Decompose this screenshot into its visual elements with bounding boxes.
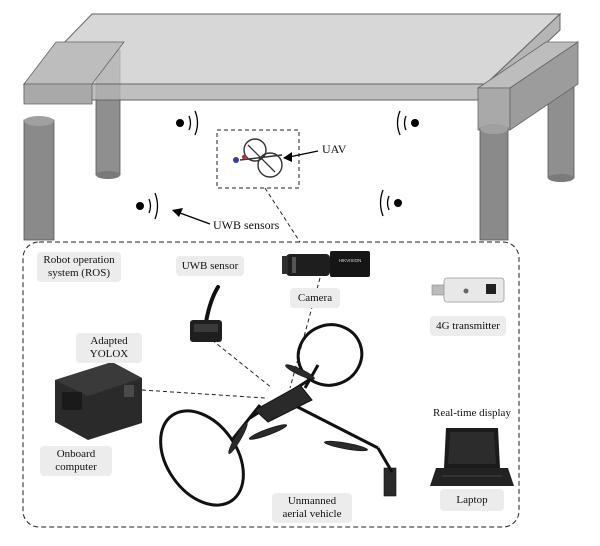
table-leg-front-right [479, 127, 509, 241]
uwb-sensors-label: UWB sensors [213, 218, 280, 232]
table-frame [22, 12, 580, 241]
uav-connector [264, 187, 301, 243]
uwb-anchor-bottom-right [379, 189, 402, 217]
uwb-sensor-device [190, 285, 222, 342]
uwb-anchor-top-right [396, 110, 419, 136]
unmanned-vehicle-box: Unmanned aerial vehicle [272, 493, 352, 523]
camera-device: HIKVISION [282, 251, 370, 277]
onboard-computer-device [55, 362, 142, 440]
uwb-sensor-box: UWB sensor [176, 256, 244, 276]
drone-device [159, 323, 397, 507]
transmitter-box: 4G transmitter [430, 316, 506, 336]
uwb-anchor-bottom-left [136, 192, 159, 220]
laptop-box: Laptop [440, 489, 504, 511]
uav-arrow [288, 150, 319, 158]
yolox-box: Adapted YOLOX [76, 333, 142, 363]
uwb-anchor-top-left [176, 110, 199, 136]
uwb-sensors-arrow [179, 212, 211, 225]
uav-icon [233, 138, 283, 178]
ros-box: Robot operation system (ROS) [37, 252, 121, 282]
uav-label: UAV [322, 142, 347, 156]
component-panel [22, 241, 520, 528]
transmitter-device [431, 277, 505, 303]
laptop-device [430, 428, 514, 486]
onboard-computer-box: Onboard computer [40, 446, 112, 476]
camera-brand-logo: HIKVISION [339, 258, 362, 263]
camera-box: Camera [290, 288, 340, 308]
realtime-display-label: Real-time display [433, 407, 511, 419]
sensor-connector [211, 339, 273, 389]
camera-connector [289, 277, 321, 389]
computer-connector [141, 389, 266, 399]
table-leg-front-left [23, 119, 55, 241]
